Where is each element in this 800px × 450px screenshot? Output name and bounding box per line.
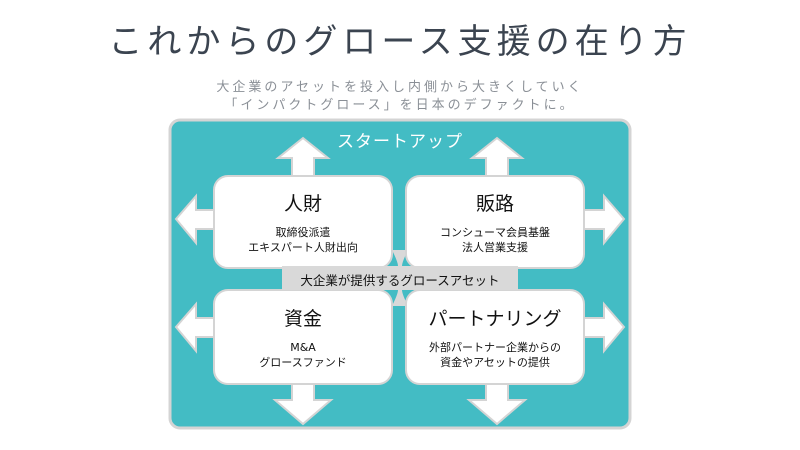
quadrant-title-shikin: 資金 (283, 308, 322, 330)
quadrant-desc-partnering-2: 資金やアセットの提供 (440, 356, 550, 369)
center-connector (392, 250, 408, 266)
quadrant-desc-hanro-1: コンシューマ会員基盤 (440, 226, 550, 239)
arrow-right-top (581, 193, 626, 246)
subtitle-line-2: 「インパクトグロース」を日本のデファクトに。 (224, 98, 576, 113)
arrow-right-bottom (581, 301, 626, 354)
quadrant-desc-jinzai-1: 取締役派遣 (275, 226, 331, 239)
quadrant-title-jinzai: 人財 (283, 193, 322, 215)
center-connector-bottom (392, 290, 408, 306)
quadrant-title-hanro: 販路 (475, 193, 514, 215)
center-asset-bar (282, 266, 518, 290)
quadrant-desc-shikin-1: M&A (290, 341, 316, 354)
quadrant-desc-shikin-2: グロースファンド (259, 356, 347, 369)
page-title: これからのグロース支援の在り方 (108, 22, 692, 62)
quadrant-desc-partnering-1: 外部パートナー企業からの (429, 341, 561, 354)
quadrant-desc-jinzai-2: エキスパート人財出向 (248, 241, 358, 254)
quadrant-desc-hanro-2: 法人営業支援 (462, 241, 528, 254)
subtitle-line-1: 大企業のアセットを投入し内側から大きくしていく (216, 80, 584, 95)
startup-label: スタートアップ (337, 132, 463, 152)
quadrant-title-partnering: パートナリング (428, 308, 562, 330)
center-asset-label: 大企業が提供するグロースアセット (300, 273, 500, 288)
